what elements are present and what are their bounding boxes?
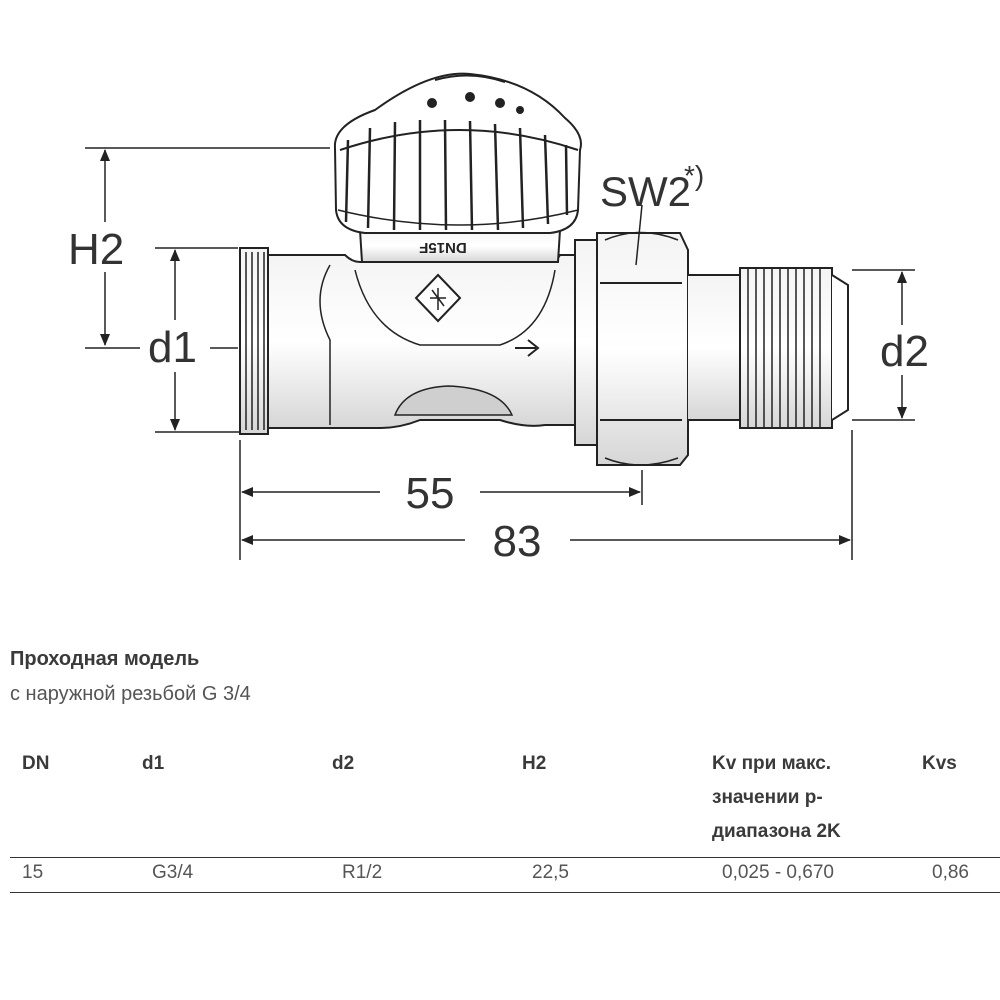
valve-body: DN15F bbox=[239, 72, 849, 466]
right-thread bbox=[739, 267, 849, 429]
cell-d1: G3/4 bbox=[130, 857, 320, 893]
label-h2: H2 bbox=[68, 225, 124, 274]
label-dim-83: 83 bbox=[493, 517, 542, 566]
manufacturer-emblem-icon bbox=[414, 273, 462, 323]
spec-table-header-row: DN d1 d2 H2 Kv при макс. значении р-диап… bbox=[10, 744, 1000, 858]
header-d2: d2 bbox=[320, 744, 510, 858]
header-kv: Kv при макс. значении р-диапазона 2K bbox=[700, 744, 910, 858]
label-sw2-note: *) bbox=[684, 160, 704, 191]
model-title: Проходная модель bbox=[10, 648, 200, 670]
dimension-labels: H2 d1 d2 SW2 *) 55 83 bbox=[68, 160, 929, 566]
header-h2: H2 bbox=[510, 744, 700, 858]
dimension-lines bbox=[85, 147, 915, 560]
label-d2: d2 bbox=[880, 327, 929, 376]
valve-technical-drawing: DN15F bbox=[68, 72, 929, 566]
label-sw2: SW2 bbox=[600, 168, 691, 215]
stamp-text: DN15F bbox=[419, 239, 467, 256]
label-dim-55: 55 bbox=[406, 469, 455, 518]
valve-cap bbox=[333, 72, 582, 234]
header-kvs: Kvs bbox=[910, 744, 1000, 858]
cell-d2: R1/2 bbox=[320, 857, 510, 893]
header-d1: d1 bbox=[130, 744, 320, 858]
spec-table: DN d1 d2 H2 Kv при макс. значении р-диап… bbox=[10, 744, 1000, 893]
left-thread bbox=[239, 247, 269, 435]
cell-h2: 22,5 bbox=[510, 857, 700, 893]
table-row: 15 G3/4 R1/2 22,5 0,025 - 0,670 0,86 bbox=[10, 857, 1000, 893]
header-dn: DN bbox=[10, 744, 130, 858]
union-nut bbox=[574, 231, 689, 466]
label-d1: d1 bbox=[148, 323, 197, 372]
cell-kv: 0,025 - 0,670 bbox=[700, 857, 910, 893]
model-subtitle: с наружной резьбой G 3/4 bbox=[10, 683, 251, 705]
cell-dn: 15 bbox=[10, 857, 130, 893]
cell-kvs: 0,86 bbox=[910, 857, 1000, 893]
flow-arrow-icon bbox=[515, 339, 540, 357]
